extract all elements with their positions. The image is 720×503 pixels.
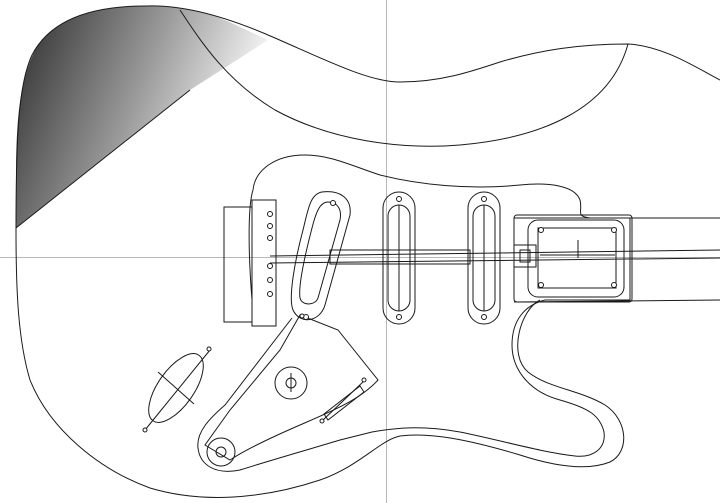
neck-screw-4 (611, 282, 617, 288)
tone-cavity-screw-1 (206, 346, 212, 352)
bridge-saddle-plate (251, 199, 277, 327)
middle-pickup (382, 191, 416, 325)
bridge-pickup-route (290, 191, 351, 320)
output-jack-outer (206, 437, 236, 467)
neck-pocket-core (537, 227, 617, 289)
neck-pickup (467, 191, 501, 325)
pickup-screw-6 (481, 314, 487, 320)
neck-screw-3 (538, 282, 544, 288)
output-jack-inner (215, 446, 227, 458)
output-jack-icon (206, 437, 236, 467)
neck-pocket-inner (527, 219, 625, 298)
pickguard-outline (197, 154, 631, 472)
bridge-screw-4 (267, 263, 273, 269)
pickup-screw-icon (142, 196, 617, 433)
selector-switch-icon (321, 379, 366, 422)
body-bevel-shade (16, 6, 268, 228)
neck-pickup-route (467, 191, 501, 325)
pickup-screw-3 (396, 196, 402, 202)
selector-switch-slot (323, 385, 365, 421)
bridge-pickup (290, 191, 351, 320)
pickguard-screw-2 (361, 377, 367, 383)
pickguard-screw-3 (319, 418, 325, 424)
bridge-screw-3 (267, 235, 273, 241)
bridge-screw-1 (267, 211, 273, 217)
pickup-screw-4 (396, 314, 402, 320)
neck-screw-1 (538, 227, 544, 233)
bridge-screw-6 (267, 291, 273, 297)
bridge-pickup-cover (299, 201, 341, 305)
pickup-channel (329, 249, 471, 265)
pickup-screw-5 (481, 196, 487, 202)
control-plate-outline (204, 314, 379, 461)
tone-cavity-minor-axis (157, 371, 195, 405)
middle-pickup-route (382, 191, 416, 325)
neck-screw-2 (611, 227, 617, 233)
guitar-body-outline-lower (15, 5, 625, 498)
tone-cavity-screw-2 (142, 427, 148, 433)
bridge-screw-2 (267, 223, 273, 229)
bevel-edge-line (15, 89, 191, 229)
selector-switch-axis (321, 379, 366, 422)
bridge-screw-5 (267, 277, 273, 283)
pickguard-screw-1 (299, 313, 305, 319)
tone-cavity-oval (144, 349, 211, 431)
truss-rod-nut (519, 249, 531, 263)
guitar-body-outline (144, 5, 720, 83)
volume-knob-icon (274, 366, 308, 400)
bridge-block (223, 206, 253, 323)
pickguard-lower-horn (248, 189, 254, 301)
volume-knob-outer (274, 366, 308, 400)
truss-rod-access (513, 244, 537, 268)
pickup-screw-1 (330, 200, 336, 206)
upper-horn-bevel-curve (179, 9, 629, 147)
